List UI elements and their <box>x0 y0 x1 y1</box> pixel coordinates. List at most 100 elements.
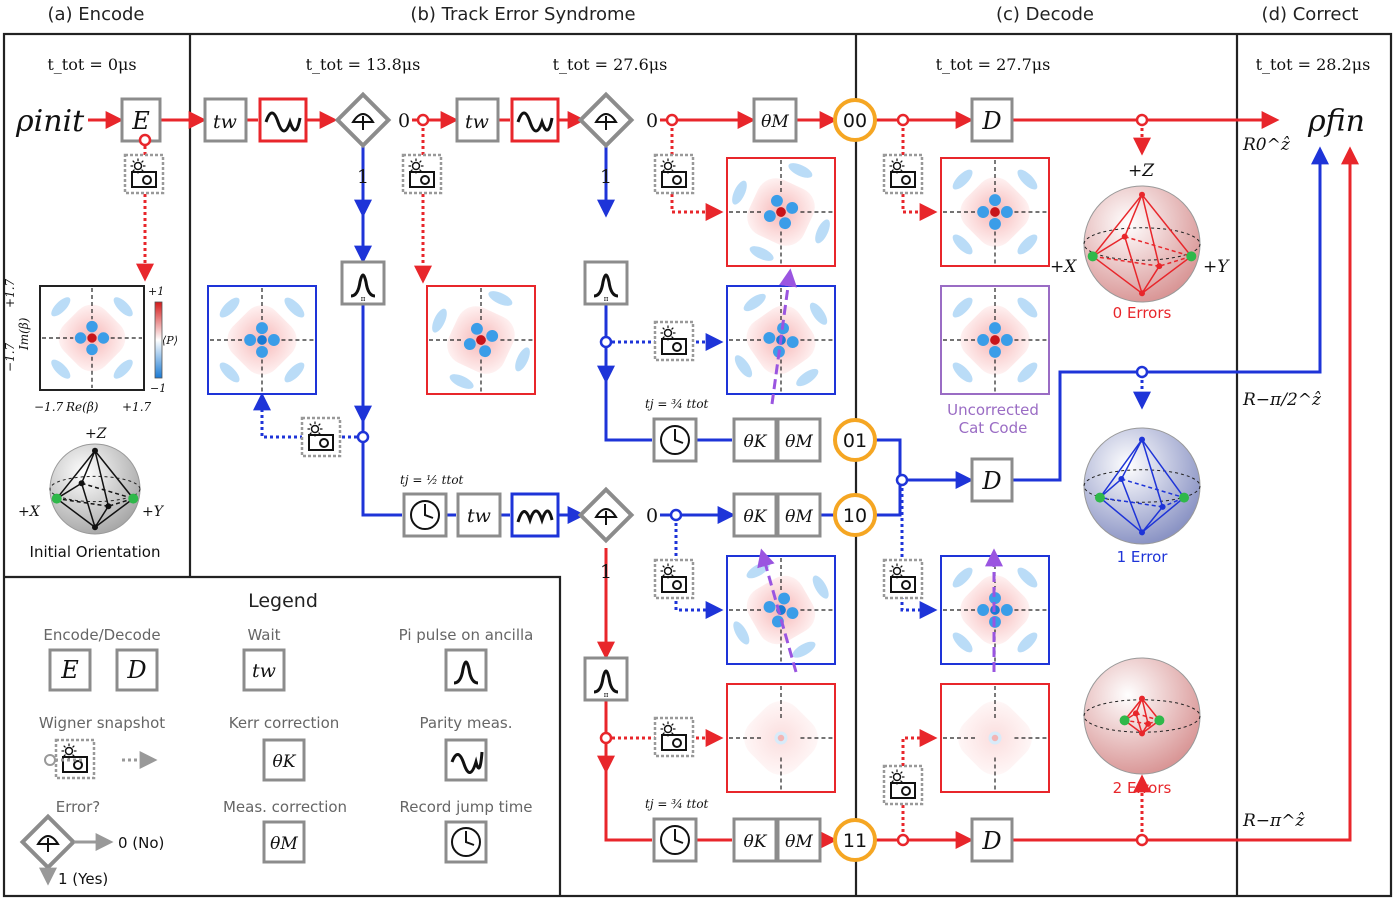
svg-text:10: 10 <box>843 505 867 527</box>
bloch-spheres <box>49 185 1201 775</box>
legend-no: 0 (No) <box>118 834 164 852</box>
bloch-label-y-initial: +Y <box>142 504 165 520</box>
wigner-plot <box>726 555 836 665</box>
camera-icons <box>54 153 924 806</box>
parity-gate-2 <box>510 97 560 143</box>
bloch-sphere <box>1083 427 1201 545</box>
svg-text:tw: tw <box>465 111 489 133</box>
error-detector-3 <box>577 486 635 544</box>
decode-gate-blue: D <box>970 457 1014 503</box>
outcome-zero-2: 0 <box>646 110 658 132</box>
rho-init: ρinit <box>15 104 85 139</box>
svg-text:θK: θK <box>744 832 768 852</box>
time-label-t2: t_tot = 27.6μs <box>553 55 668 74</box>
bloch-sphere <box>1083 185 1201 303</box>
error-detector-1 <box>334 91 392 149</box>
rho-fin: ρfin <box>1307 104 1365 139</box>
time-label-t0: t_tot = 0μs <box>47 55 136 74</box>
caption-uncorrected-1: Uncorrected <box>947 401 1039 419</box>
wait-gate-1: tw <box>203 97 248 143</box>
caption-two-errors: 2 Errors <box>1113 779 1172 797</box>
rotation-r-pi: R−π^ẑ <box>1242 811 1305 831</box>
svg-text:E: E <box>131 107 150 135</box>
outcome-zero-1: 0 <box>398 110 410 132</box>
camera-icon <box>653 558 695 600</box>
syndrome-00: 00 <box>833 98 877 142</box>
svg-text:+1.7: +1.7 <box>3 278 17 308</box>
wigner-plot <box>726 157 836 267</box>
outcome-one-1: 1 <box>357 166 369 188</box>
wait-gate-3: tw <box>456 492 502 538</box>
clock-gate-2 <box>652 417 698 463</box>
svg-text:θK: θK <box>744 507 768 527</box>
svg-text:θM: θM <box>270 834 298 854</box>
svg-text:Re(β): Re(β) <box>65 400 99 414</box>
encode-gate: E <box>120 97 162 143</box>
svg-text:θK: θK <box>744 432 768 452</box>
bloch-label-x: +X <box>1050 257 1077 277</box>
svg-text:tw: tw <box>213 111 237 133</box>
caption-uncorrected-2: Cat Code <box>959 419 1028 437</box>
caption-initial-orientation: Initial Orientation <box>30 543 161 561</box>
kerr-gate-10: θK <box>732 492 778 538</box>
jump-time-half: tj = ½ ttot <box>400 473 464 487</box>
wait-gate-2: tw <box>455 97 500 143</box>
svg-text:+1.7: +1.7 <box>122 400 152 414</box>
svg-text:−1: −1 <box>150 382 166 395</box>
time-label-t3: t_tot = 27.7μs <box>936 55 1051 74</box>
camera-icon <box>401 153 443 195</box>
legend-encode-decode: Encode/Decode <box>43 626 160 644</box>
outcome-zero-3: 0 <box>646 505 658 527</box>
parity-gate-1 <box>258 97 308 143</box>
legend-wait: Wait <box>247 626 280 644</box>
wigner-plot <box>940 285 1050 395</box>
svg-text:E: E <box>60 656 79 684</box>
meas-correction-gate-11: θM <box>776 817 822 863</box>
wigner-plot <box>940 157 1050 267</box>
wigner-plot <box>940 683 1050 793</box>
syndrome-10: 10 <box>833 493 877 537</box>
pi-pulse-gate-1: π <box>340 260 386 306</box>
svg-text:θK: θK <box>273 752 297 772</box>
section-title-decode: (c) Decode <box>996 4 1094 25</box>
error-detector-2 <box>577 91 635 149</box>
parity-gate-blue <box>510 492 560 538</box>
pi-pulse-gate-3: π <box>583 656 629 702</box>
legend-wigner-snapshot: Wigner snapshot <box>39 714 165 732</box>
camera-icon <box>882 764 924 806</box>
section-title-correct: (d) Correct <box>1262 4 1359 25</box>
camera-icon <box>653 320 695 362</box>
svg-text:−1.7: −1.7 <box>34 400 64 414</box>
svg-text:θM: θM <box>761 112 789 132</box>
svg-text:θM: θM <box>785 432 813 452</box>
meas-correction-gate-01: θM <box>776 417 822 463</box>
legend-error: Error? <box>56 798 101 816</box>
outcome-one-3: 1 <box>600 561 612 583</box>
kerr-gate-11: θK <box>732 817 778 863</box>
jump-time-34-b: tj = ¾ ttot <box>645 797 709 811</box>
bloch-label-y: +Y <box>1203 257 1230 277</box>
syndrome-nodes: 00 01 10 11 <box>833 98 877 862</box>
syndrome-01: 01 <box>833 418 877 462</box>
camera-icon <box>653 153 695 195</box>
legend-yes: 1 (Yes) <box>58 870 108 888</box>
legend-pi-pulse: Pi pulse on ancilla <box>399 626 534 644</box>
wigner-plot <box>39 285 145 391</box>
legend-meas-correction: Meas. correction <box>223 798 347 816</box>
snapshot-taps <box>136 122 1151 838</box>
bloch-sphere <box>1083 657 1201 775</box>
kerr-gate-01: θK <box>732 417 778 463</box>
time-label-t4: t_tot = 28.2μs <box>1256 55 1371 74</box>
legend-parity: Parity meas. <box>419 714 512 732</box>
svg-text:θM: θM <box>785 507 813 527</box>
svg-text:D: D <box>981 827 1001 855</box>
time-label-t1: t_tot = 13.8μs <box>306 55 421 74</box>
rotation-r-half-pi: R−π/2^ẑ <box>1242 390 1322 410</box>
svg-text:+1: +1 <box>148 285 164 298</box>
svg-text:Im(β): Im(β) <box>17 317 31 351</box>
decode-gate-11: D <box>970 817 1014 863</box>
section-title-encode: (a) Encode <box>48 4 145 25</box>
bloch-label-z: +Z <box>1128 161 1155 181</box>
svg-text:tw: tw <box>467 505 491 527</box>
